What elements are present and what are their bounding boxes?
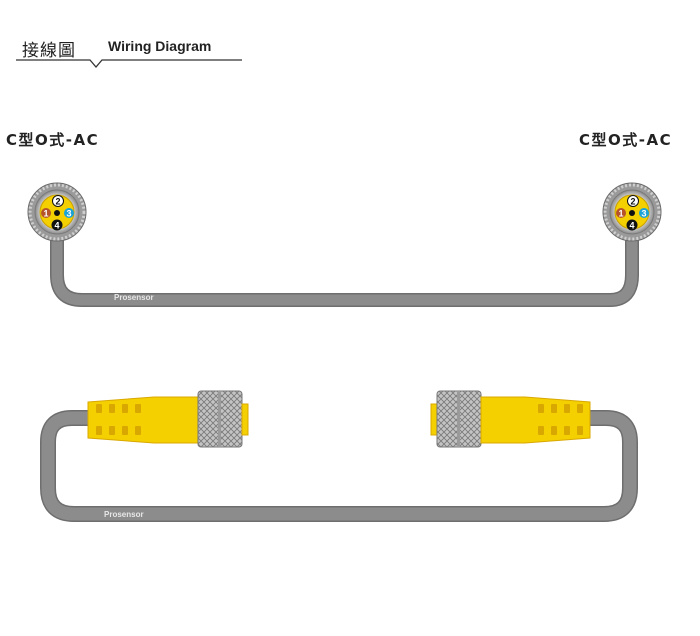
- pin-3-right: 3: [639, 208, 649, 219]
- pin-3-right-label: 3: [641, 209, 646, 219]
- cable-brand-top: Prosensor: [114, 293, 154, 302]
- pin-2-left: 2: [52, 195, 64, 207]
- pin-3-left-label: 3: [66, 209, 71, 219]
- cable-brand-bottom: Prosensor: [104, 510, 144, 519]
- header-underline: [16, 59, 242, 68]
- connector-side-right: [430, 390, 591, 448]
- diagram-header: 接線圖 Wiring Diagram: [16, 30, 242, 70]
- pin-1-right-label: 1: [618, 209, 623, 219]
- connector-side-left: [87, 390, 249, 448]
- pin-1-left: 1: [41, 208, 51, 219]
- bottom-cable: Prosensor: [40, 410, 638, 522]
- pin-2-right-label: 2: [630, 197, 635, 207]
- connector-face-left: 1 2 3 4: [27, 182, 87, 242]
- pin-4-left: 4: [51, 219, 63, 231]
- pin-2-left-label: 2: [55, 197, 60, 207]
- pin-4-right-label: 4: [629, 221, 634, 231]
- header-title-en: Wiring Diagram: [108, 38, 212, 54]
- pin-4-right: 4: [626, 219, 638, 231]
- pin-1-left-label: 1: [43, 209, 48, 219]
- header-title-zh: 接線圖: [22, 41, 76, 61]
- connector-face-right: 1 2 3 4: [602, 182, 662, 242]
- top-cable: Prosensor: [50, 238, 639, 307]
- connector-type-right: C型O式-AC: [579, 131, 673, 149]
- pin-3-left: 3: [64, 208, 74, 219]
- connector-type-left: C型O式-AC: [6, 131, 100, 149]
- pin-2-right: 2: [627, 195, 639, 207]
- pin-1-right: 1: [616, 208, 626, 219]
- pin-4-left-label: 4: [54, 221, 59, 231]
